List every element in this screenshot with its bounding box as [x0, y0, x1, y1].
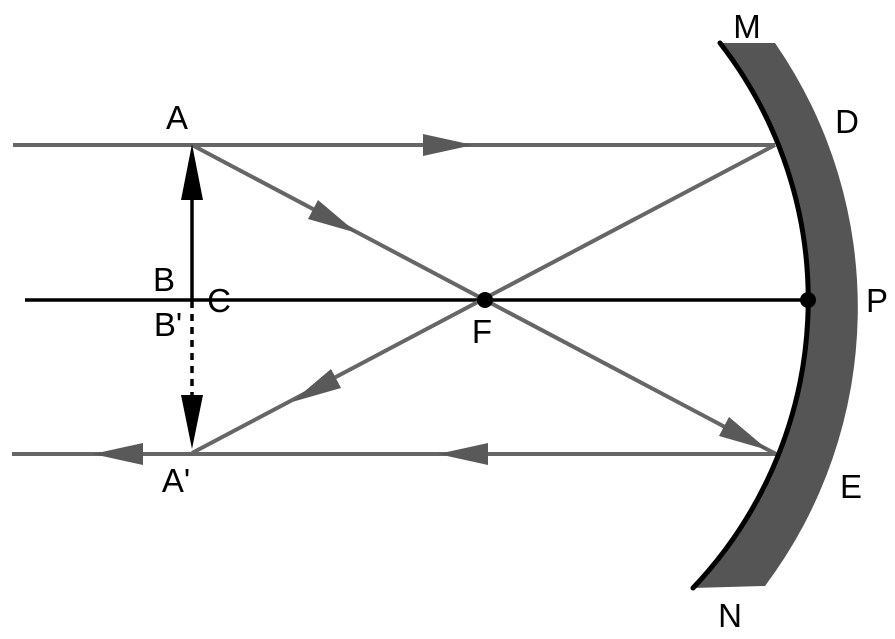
label-c: C [207, 282, 231, 319]
right-arrowhead-icon [423, 134, 473, 156]
image-arrow [181, 301, 203, 449]
mirror-body [693, 43, 858, 588]
object-arrow [181, 144, 203, 299]
label-d: D [835, 103, 859, 140]
label-m: M [733, 8, 761, 45]
ray-parallel-incident [13, 134, 775, 156]
focal-point-dot [477, 292, 493, 308]
label-b-prime: B' [154, 306, 182, 343]
down-left-arrowhead-icon [292, 369, 341, 402]
label-a-prime: A' [162, 462, 190, 499]
label-e: E [840, 468, 862, 505]
label-a: A [166, 99, 188, 136]
mirror-reflecting-surface [690, 40, 811, 591]
label-n: N [718, 597, 742, 634]
label-f: F [472, 313, 492, 350]
pole-point-dot [800, 292, 816, 308]
up-arrowhead-icon [181, 144, 203, 200]
down-arrowhead-icon [181, 395, 203, 449]
left-arrowhead-icon [93, 443, 143, 465]
left-arrowhead-icon [438, 443, 488, 465]
ray-reflected-parallel [12, 443, 776, 465]
down-right-arrowhead-icon [719, 417, 768, 450]
label-b: B [153, 261, 175, 298]
label-p: P [866, 282, 888, 319]
down-right-arrowhead-icon [308, 200, 357, 233]
